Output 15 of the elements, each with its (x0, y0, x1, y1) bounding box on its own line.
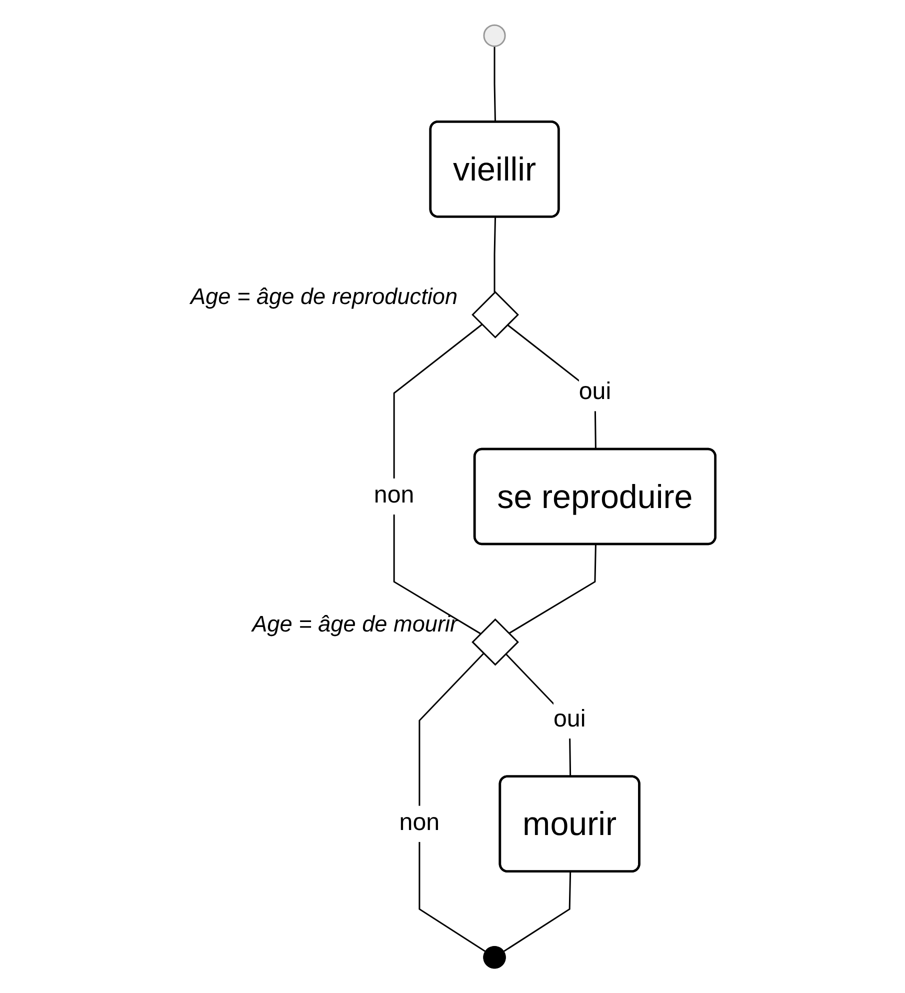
connector (503, 872, 572, 952)
edge-label: non (374, 482, 414, 509)
connector (418, 653, 486, 952)
connector (494, 46, 496, 122)
node-circle (483, 24, 506, 47)
node-diamond (472, 291, 520, 338)
node-diamond (472, 618, 520, 666)
condition-label: Age = âge de reproduction (190, 284, 458, 310)
connector (494, 217, 496, 292)
edge-label: oui (554, 706, 586, 733)
edge-label: oui (579, 380, 612, 406)
connector (394, 324, 483, 634)
edge-label: non (400, 810, 440, 836)
condition-label: Age = âge de mourir (252, 611, 458, 636)
connector (508, 544, 597, 634)
